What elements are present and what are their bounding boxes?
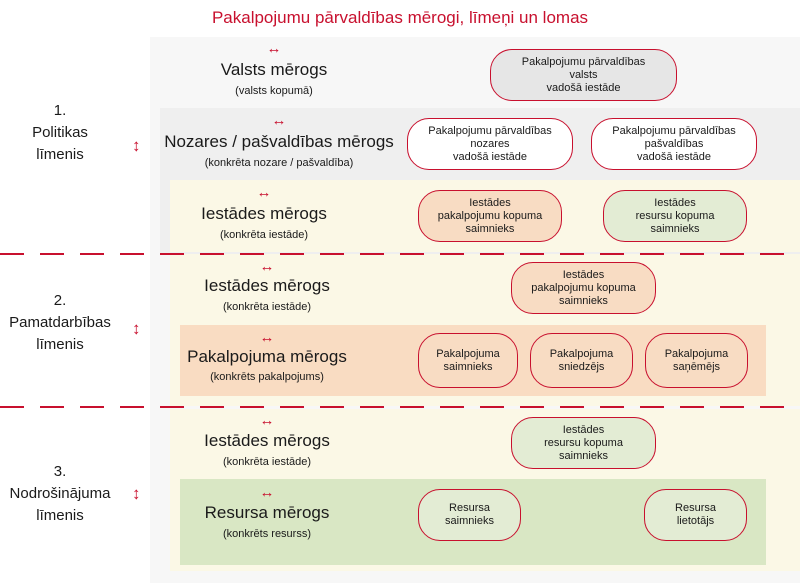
role-institution-resource-portfolio-owner: Iestādes resursu kopuma saimnieks	[511, 417, 656, 469]
diagram-title: Pakalpojumu pārvaldības mērogi, līmeņi u…	[211, 8, 589, 27]
vertical-arrow-icon: ↕	[132, 136, 141, 155]
scale-subtitle: (konkrēts pakalpojums)	[210, 371, 324, 383]
role-institution-resource-portfolio-owner: Iestādes resursu kopuma saimnieks	[603, 190, 747, 242]
role-sector-lead-agency: Pakalpojumu pārvaldības nozares vadošā i…	[407, 118, 573, 170]
horizontal-arrow-icon: ↔	[259, 329, 275, 346]
level-label-support: 3. Nodrošinājuma līmenis	[9, 463, 111, 524]
horizontal-arrow-icon: ↔	[256, 184, 272, 201]
vertical-arrow-icon: ↕	[132, 319, 141, 338]
level-separator-1	[0, 253, 800, 255]
scale-subtitle: (konkrēta iestāde)	[222, 456, 312, 468]
scale-subtitle: (konkrēta nozare / pašvaldība)	[204, 157, 354, 169]
scale-title: Nozares / pašvaldības mērogs	[164, 132, 394, 151]
scale-subtitle: (konkrēta iestāde)	[222, 301, 312, 313]
level-label-policy: 1. Politikas līmenis	[32, 102, 88, 163]
scale-title: Pakalpojuma mērogs	[187, 347, 347, 366]
scale-title: Iestādes mērogs	[204, 276, 330, 295]
scale-title: Iestādes mērogs	[204, 431, 330, 450]
horizontal-arrow-icon: ↔	[259, 412, 275, 429]
role-service-owner: Pakalpojuma saimnieks	[418, 333, 518, 388]
vertical-arrow-icon: ↕	[132, 484, 141, 503]
horizontal-arrow-icon: ↔	[259, 484, 275, 501]
role-service-recipient: Pakalpojuma saņēmējs	[645, 333, 748, 388]
scale-subtitle: (konkrēts resurss)	[222, 528, 312, 540]
role-resource-owner: Resursa saimnieks	[418, 489, 521, 541]
role-resource-user: Resursa lietotājs	[644, 489, 747, 541]
role-municipality-lead-agency: Pakalpojumu pārvaldības pašvaldības vado…	[591, 118, 757, 170]
level-label-core: 2. Pamatdarbības līmenis	[9, 292, 111, 353]
scale-subtitle: (valsts kopumā)	[235, 85, 313, 97]
scale-title: Iestādes mērogs	[201, 204, 327, 223]
scale-title: Valsts mērogs	[220, 60, 328, 79]
scale-title: Resursa mērogs	[204, 503, 330, 522]
role-institution-service-portfolio-owner: Iestādes pakalpojumu kopuma saimnieks	[418, 190, 562, 242]
role-service-provider: Pakalpojuma sniedzējs	[530, 333, 633, 388]
role-institution-service-portfolio-owner: Iestādes pakalpojumu kopuma saimnieks	[511, 262, 656, 314]
role-state-lead-agency: Pakalpojumu pārvaldības valsts vadošā ie…	[490, 49, 677, 101]
level-separator-2	[0, 406, 800, 408]
horizontal-arrow-icon: ↔	[271, 112, 287, 129]
horizontal-arrow-icon: ↔	[259, 258, 275, 275]
scale-subtitle: (konkrēta iestāde)	[219, 229, 309, 241]
horizontal-arrow-icon: ↔	[266, 40, 282, 57]
